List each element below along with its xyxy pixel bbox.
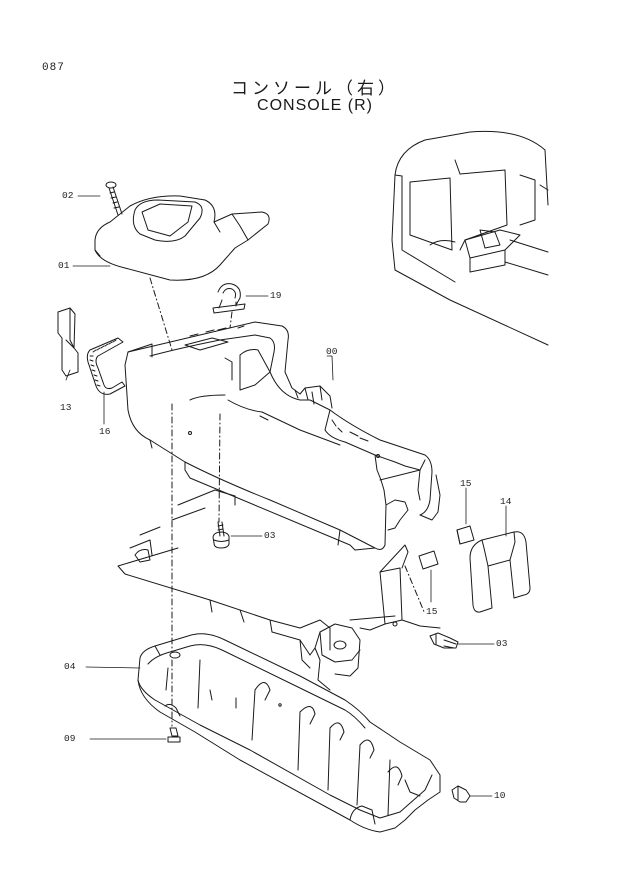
callout-15-upper: 15 xyxy=(460,478,472,489)
part-03-bolt-lower xyxy=(430,633,458,648)
callout-00: 00 xyxy=(326,346,338,357)
callout-14: 14 xyxy=(500,496,512,507)
part-03-bolt-upper xyxy=(213,522,229,548)
assembly-lines xyxy=(150,278,425,726)
callout-03-lower: 03 xyxy=(496,638,508,649)
callout-02: 02 xyxy=(62,190,74,201)
part-14-u-cover xyxy=(470,532,530,612)
callout-03-upper: 03 xyxy=(264,530,276,541)
side-bracket xyxy=(350,545,440,630)
callout-19: 19 xyxy=(270,290,282,301)
page-title-english: CONSOLE (R) xyxy=(257,97,373,114)
part-01-upper-cover xyxy=(95,196,269,280)
part-19-clip xyxy=(213,284,245,313)
callout-15-lower: 15 xyxy=(426,606,438,617)
part-02-screw xyxy=(106,182,122,215)
machine-cab-inset xyxy=(392,131,548,345)
hinge-bracket xyxy=(300,624,360,690)
page-title-japanese: コンソール（右） xyxy=(231,79,399,99)
part-15-pad-upper xyxy=(457,526,474,544)
part-15-pad-lower xyxy=(419,551,438,569)
callout-09: 09 xyxy=(64,733,76,744)
leader-lines xyxy=(66,196,506,796)
callout-16: 16 xyxy=(99,426,111,437)
mounting-frame xyxy=(118,490,330,650)
callout-04: 04 xyxy=(64,661,76,672)
part-04-undercover xyxy=(138,634,440,832)
callout-10: 10 xyxy=(494,790,506,801)
part-09-bolt xyxy=(168,728,180,742)
callout-13: 13 xyxy=(60,402,72,413)
page-number: 087 xyxy=(42,62,65,74)
part-16-seal-strip xyxy=(87,338,125,394)
callout-01: 01 xyxy=(58,260,70,271)
part-13-bracket xyxy=(58,308,78,376)
part-00-console-body xyxy=(125,322,440,550)
part-10-bolt xyxy=(452,786,470,802)
